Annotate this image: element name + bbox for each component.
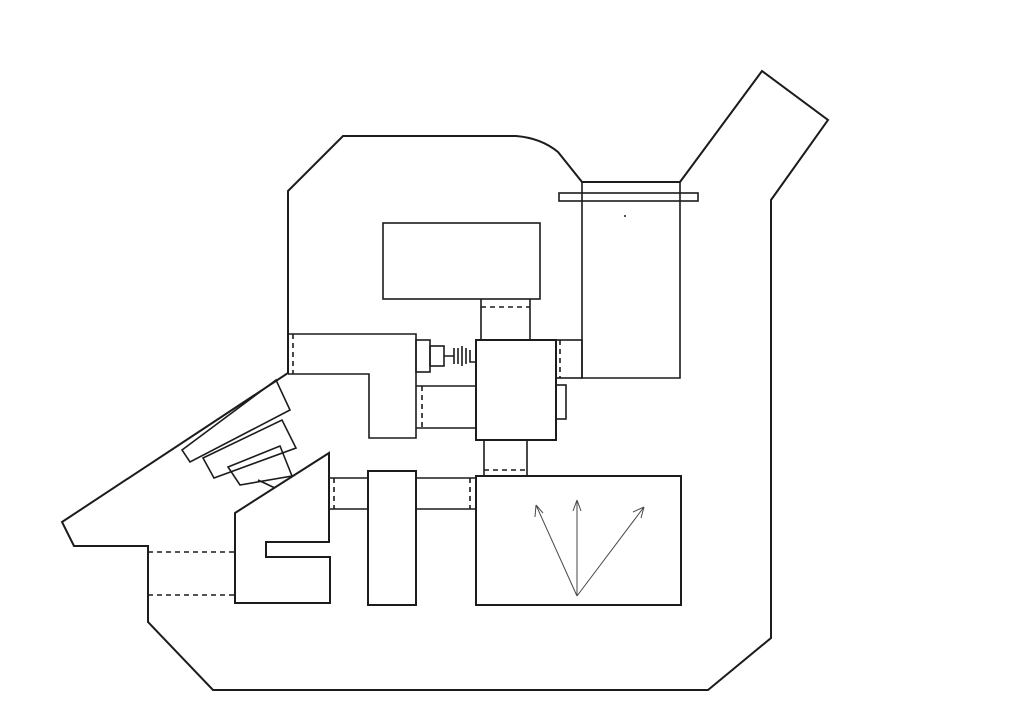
arrow-right — [576, 506, 645, 597]
right-column-dot — [624, 215, 626, 217]
central-right-connector — [555, 339, 583, 379]
left-horizontal-connector — [329, 477, 368, 510]
fitting-coupling — [444, 346, 476, 366]
left-l-arm — [288, 333, 417, 439]
fitting-a — [415, 339, 431, 373]
right-horizontal-connector — [416, 477, 476, 510]
stepped-connector — [257, 479, 276, 489]
stepped-block-outer — [180, 378, 292, 464]
fitting-b — [429, 345, 445, 367]
right-column — [581, 182, 681, 379]
arrow-fan — [534, 499, 645, 597]
stepped-block-middle — [201, 418, 298, 479]
middle-column — [367, 470, 417, 606]
arrow-center — [572, 499, 582, 596]
central-right-tab — [555, 384, 567, 420]
c-block — [234, 451, 331, 604]
central-block — [475, 339, 557, 441]
top-connector — [480, 299, 531, 340]
outer-wall — [60, 69, 830, 691]
angled-chute — [679, 70, 763, 183]
mid-connector — [416, 385, 476, 429]
top-right-bar — [558, 192, 699, 202]
top-block — [382, 222, 541, 300]
lower-right-block — [475, 475, 682, 606]
arrow-left — [534, 504, 578, 597]
stepped-block-inner — [226, 444, 294, 486]
